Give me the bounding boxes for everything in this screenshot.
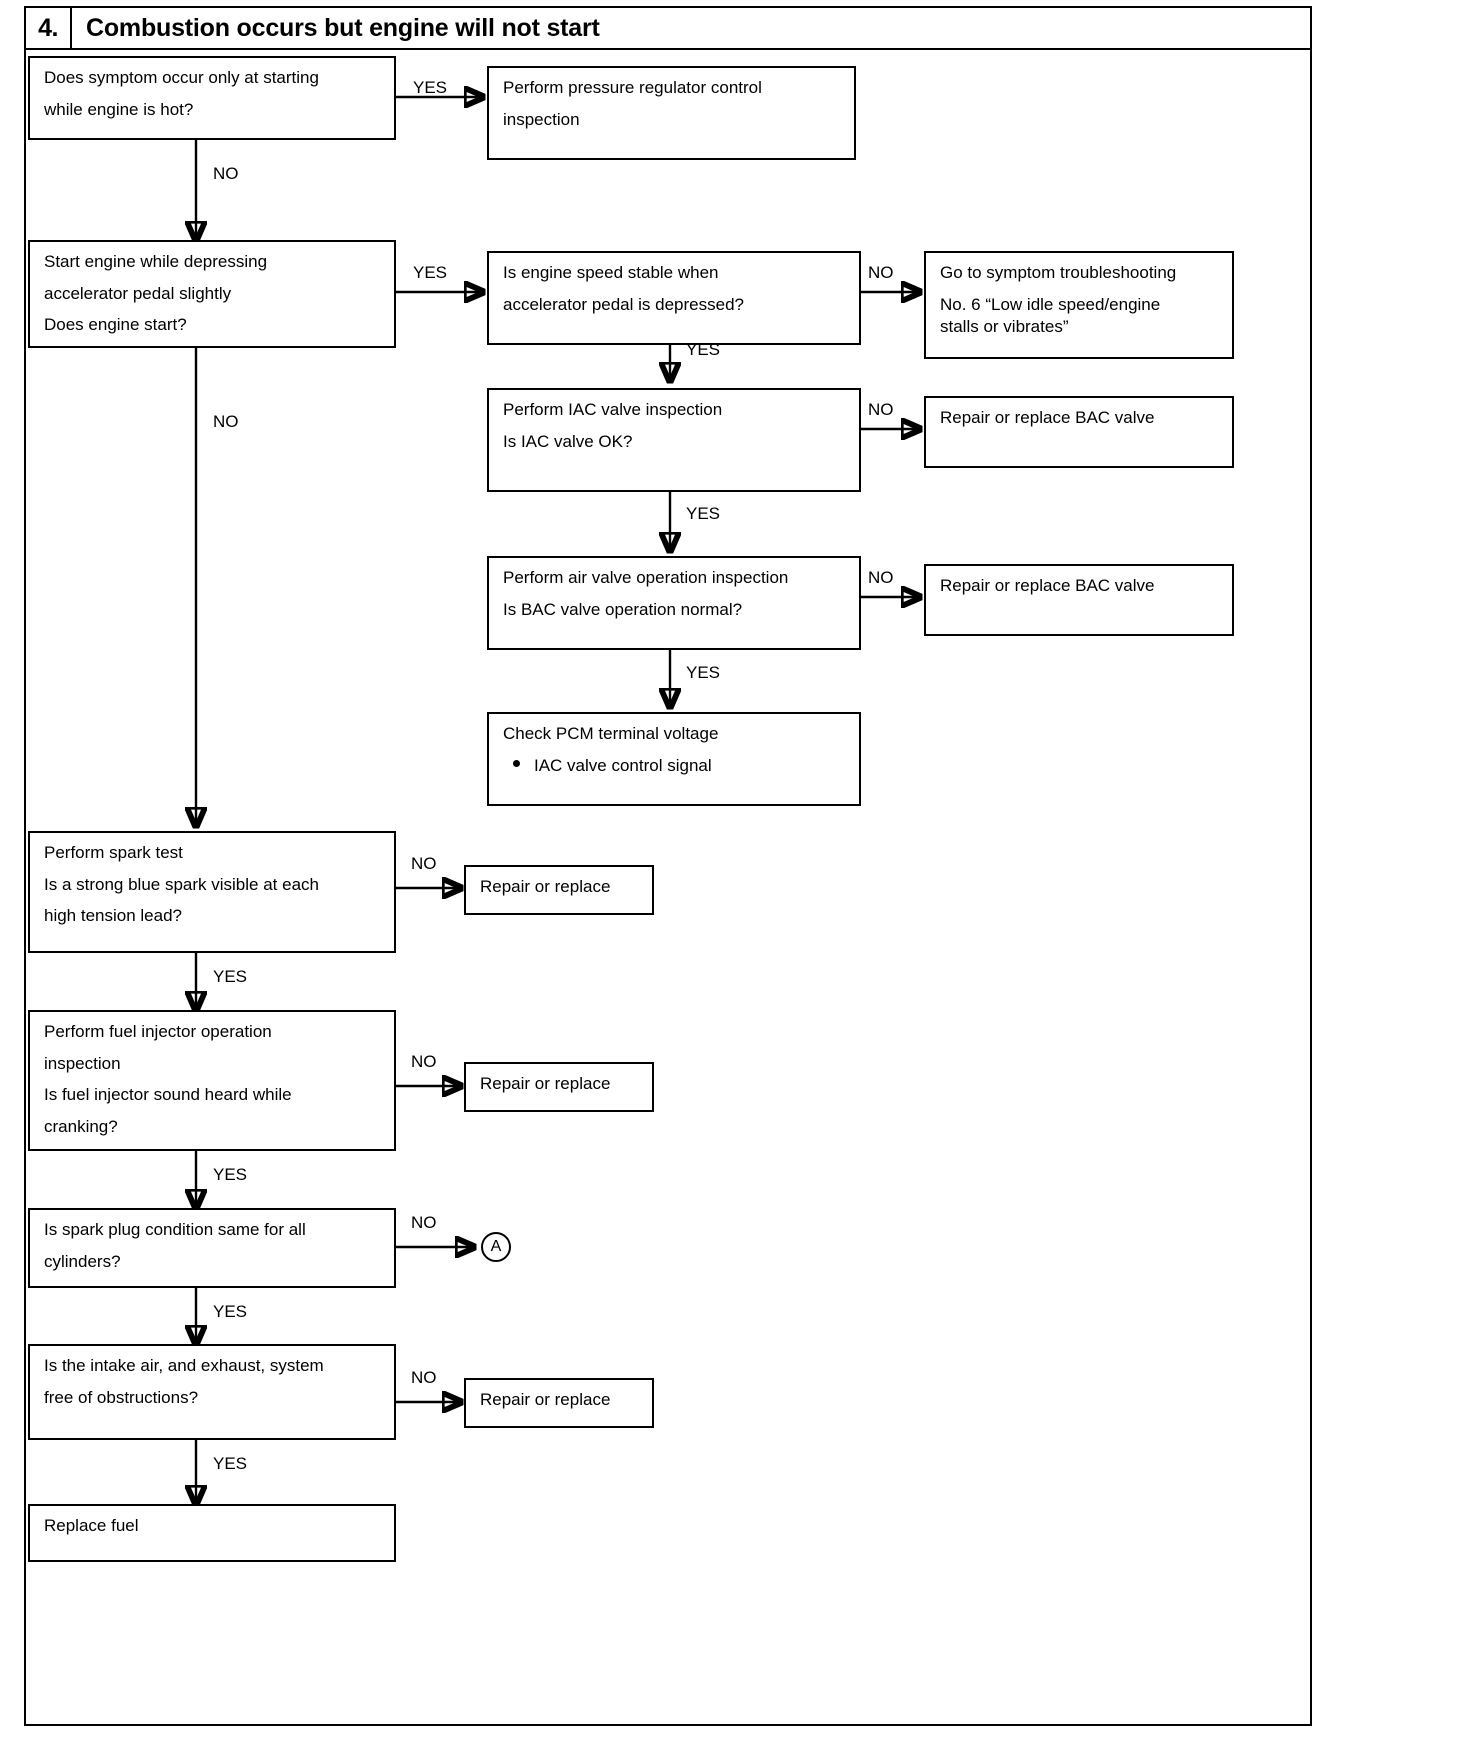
edge-label-no-spark-test: NO (411, 854, 437, 873)
edge-label-no-iac-valve: NO (868, 400, 894, 419)
node-hot-start-line1: Does symptom occur only at starting (44, 68, 319, 87)
edge-label-yes-iac-valve: YES (686, 504, 721, 523)
node-pressure-regulator-line2: inspection (503, 109, 580, 129)
node-air-valve-line2: Is BAC valve operation normal? (503, 599, 743, 619)
bullet-icon (513, 759, 520, 767)
node-engine-speed-line2: accelerator pedal is depressed? (503, 294, 744, 314)
edge-label-yes-fuel-injector: YES (213, 1165, 248, 1184)
node-start-engine-line3: Does engine start? (44, 315, 187, 335)
node-repair-bac-2-line1: Repair or replace BAC valve (940, 576, 1155, 595)
node-repair-replace-1-line1: Repair or replace (480, 877, 611, 896)
edge-label-no-intake-exhaust: NO (411, 1368, 437, 1387)
edge-label-yes-spark-test: YES (213, 967, 248, 986)
node-repair-bac-valve-2[interactable]: Repair or replace BAC valve (924, 564, 1234, 636)
node-air-valve-line1: Perform air valve operation inspection (503, 568, 789, 587)
edge-label-yes-hot-start: YES (413, 78, 448, 97)
node-fuel-injector-line2: inspection (44, 1053, 121, 1073)
node-iac-valve-line1: Perform IAC valve inspection (503, 400, 723, 419)
node-pressure-regulator-line1: Perform pressure regulator control (503, 78, 762, 97)
node-spark-test-line3: high tension lead? (44, 906, 183, 926)
node-check-pcm[interactable]: Check PCM terminal voltage IAC valve con… (487, 712, 861, 806)
connector-a-label: A (490, 1238, 502, 1255)
node-air-valve[interactable]: Perform air valve operation inspection I… (487, 556, 861, 650)
node-spark-test-line1: Perform spark test (44, 843, 183, 862)
edge-label-yes-air-valve: YES (686, 663, 721, 682)
node-repair-replace-2-line1: Repair or replace (480, 1074, 611, 1093)
edge-label-yes-spark-plug: YES (213, 1302, 248, 1321)
edge-label-yes-engine-speed: YES (686, 340, 721, 359)
node-iac-valve-line2: Is IAC valve OK? (503, 431, 633, 451)
edge-label-yes-intake-exhaust: YES (213, 1454, 248, 1473)
chart-title-bar: 4. Combustion occurs but engine will not… (24, 6, 1312, 50)
node-replace-fuel[interactable]: Replace fuel (28, 1504, 396, 1562)
node-spark-test[interactable]: Perform spark test Is a strong blue spar… (28, 831, 396, 953)
node-hot-start-line2: while engine is hot? (44, 99, 194, 119)
node-iac-valve[interactable]: Perform IAC valve inspection Is IAC valv… (487, 388, 861, 492)
node-engine-speed-stable[interactable]: Is engine speed stable when accelerator … (487, 251, 861, 345)
node-goto-symptom-line2: No. 6 “Low idle speed/engine (940, 294, 1161, 314)
edge-label-no-spark-plug: NO (411, 1213, 437, 1232)
node-intake-exhaust-line2: free of obstructions? (44, 1387, 199, 1407)
node-hot-start[interactable]: Does symptom occur only at starting whil… (28, 56, 396, 140)
node-goto-symptom[interactable]: Go to symptom troubleshooting No. 6 “Low… (924, 251, 1234, 359)
node-start-engine-line2: accelerator pedal slightly (44, 283, 232, 303)
chart-number: 4. (26, 8, 72, 48)
node-repair-replace-3-line1: Repair or replace (480, 1390, 611, 1409)
node-pressure-regulator[interactable]: Perform pressure regulator control inspe… (487, 66, 856, 160)
edge-label-no-hot-start: NO (213, 164, 239, 183)
connector-a[interactable]: A (481, 1232, 511, 1262)
edge-label-no-fuel-injector: NO (411, 1052, 437, 1071)
edge-label-no-air-valve: NO (868, 568, 894, 587)
edge-label-no-start-engine: NO (213, 412, 239, 431)
node-start-engine[interactable]: Start engine while depressing accelerato… (28, 240, 396, 348)
node-spark-test-line2: Is a strong blue spark visible at each (44, 874, 319, 894)
node-goto-symptom-line1: Go to symptom troubleshooting (940, 263, 1177, 282)
node-intake-exhaust-line1: Is the intake air, and exhaust, system (44, 1356, 324, 1375)
node-check-pcm-bullet-row: IAC valve control signal (503, 755, 847, 778)
node-spark-plug-condition[interactable]: Is spark plug condition same for all cyl… (28, 1208, 396, 1288)
page-title: Combustion occurs but engine will not st… (86, 13, 600, 42)
edge-label-no-engine-speed: NO (868, 263, 894, 282)
edge-label-yes-start-engine: YES (413, 263, 448, 282)
node-repair-or-replace-2[interactable]: Repair or replace (464, 1062, 654, 1112)
node-check-pcm-bullet1: IAC valve control signal (534, 755, 712, 775)
node-fuel-injector-line3: Is fuel injector sound heard while (44, 1085, 292, 1105)
node-fuel-injector-line1: Perform fuel injector operation (44, 1022, 272, 1041)
node-repair-or-replace-1[interactable]: Repair or replace (464, 865, 654, 915)
node-repair-bac-1-line1: Repair or replace BAC valve (940, 408, 1155, 427)
node-replace-fuel-line1: Replace fuel (44, 1516, 139, 1535)
node-repair-or-replace-3[interactable]: Repair or replace (464, 1378, 654, 1428)
node-start-engine-line1: Start engine while depressing (44, 252, 268, 271)
node-check-pcm-line1: Check PCM terminal voltage (503, 724, 719, 743)
node-fuel-injector-line4: cranking? (44, 1116, 118, 1136)
node-engine-speed-line1: Is engine speed stable when (503, 263, 719, 282)
node-goto-symptom-line3: stalls or vibrates” (940, 317, 1069, 337)
node-fuel-injector[interactable]: Perform fuel injector operation inspecti… (28, 1010, 396, 1151)
node-intake-exhaust[interactable]: Is the intake air, and exhaust, system f… (28, 1344, 396, 1440)
node-spark-plug-line2: cylinders? (44, 1251, 121, 1271)
node-repair-bac-valve-1[interactable]: Repair or replace BAC valve (924, 396, 1234, 468)
node-spark-plug-line1: Is spark plug condition same for all (44, 1220, 306, 1239)
